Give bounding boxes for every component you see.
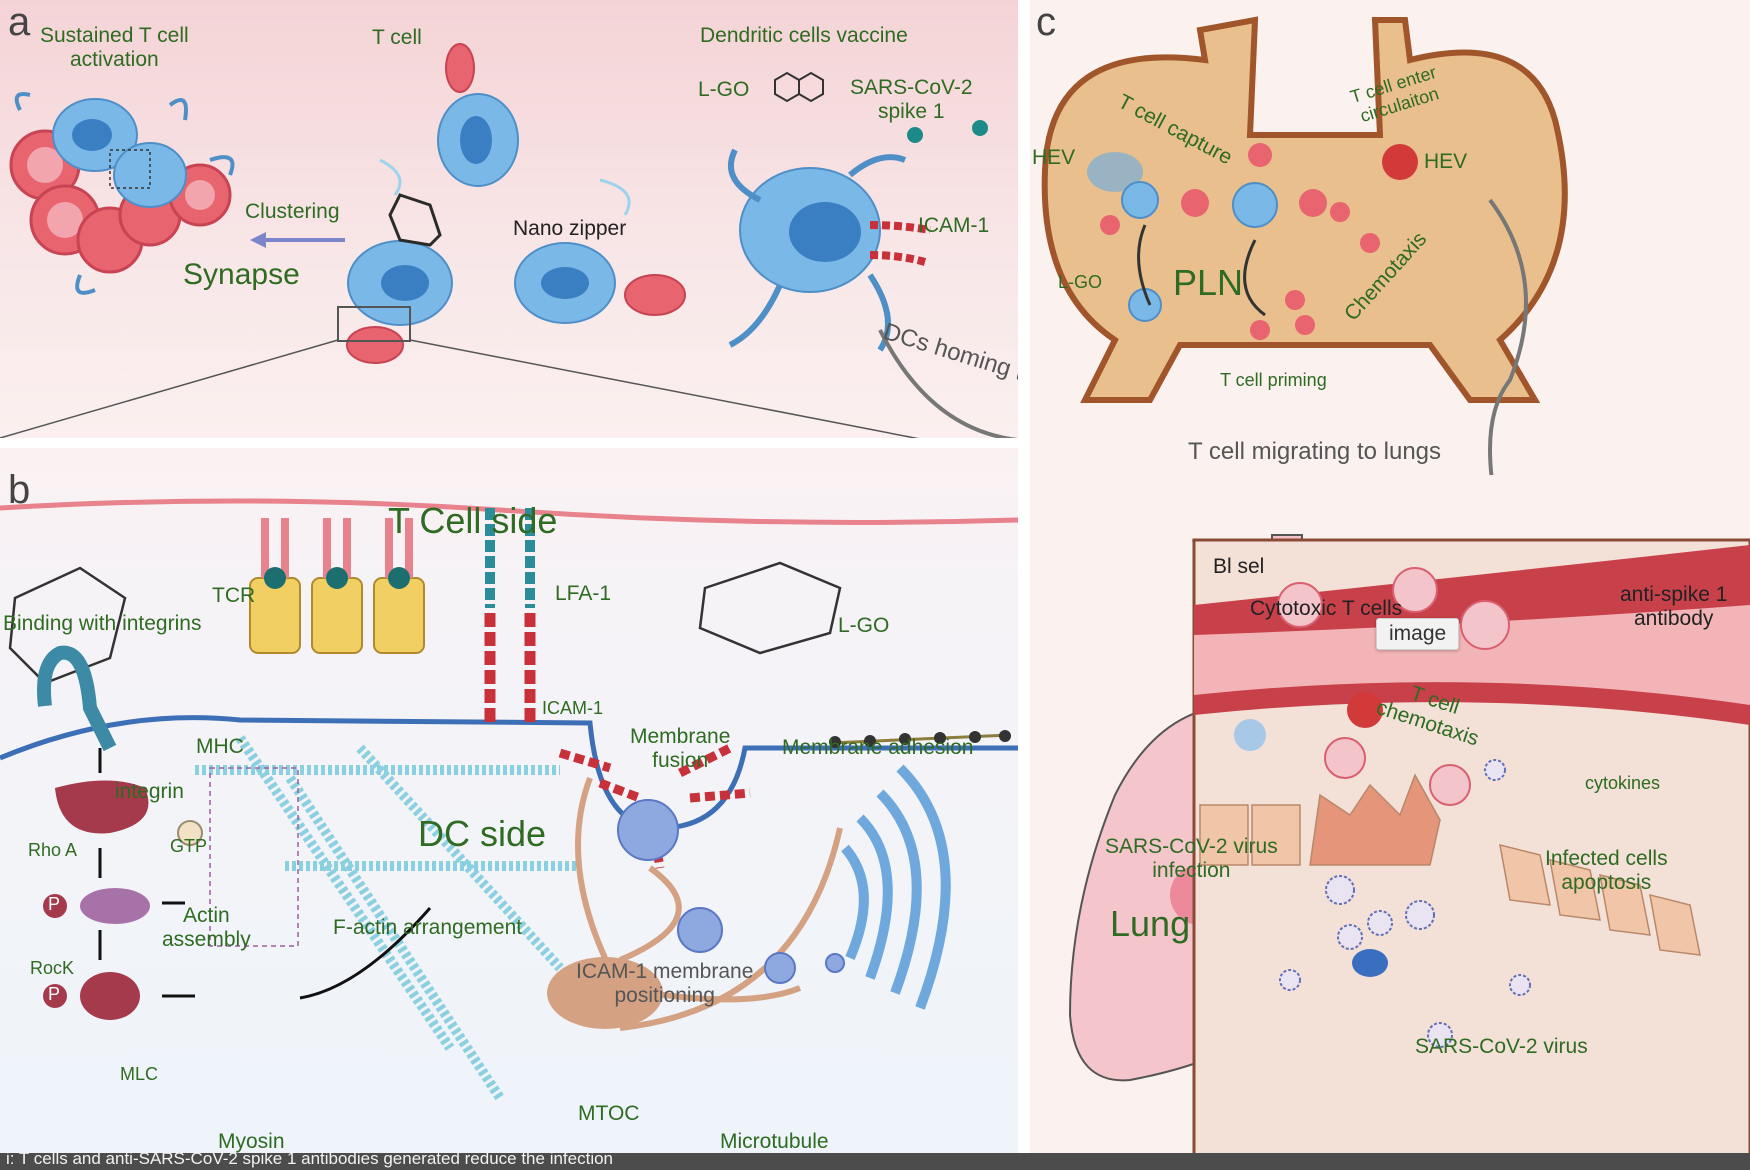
label-myosin: Myosin bbox=[218, 1130, 285, 1153]
label-mtoc: MTOC bbox=[578, 1102, 640, 1125]
tcr-mhc-complexes bbox=[249, 518, 425, 654]
actin-filaments bbox=[195, 735, 580, 1101]
label-dc-side: DC side bbox=[418, 813, 547, 854]
caption-strip: i: T cells and anti-SARS-CoV-2 spike 1 a… bbox=[0, 1153, 1750, 1170]
caption-text: i: T cells and anti-SARS-CoV-2 spike 1 a… bbox=[6, 1153, 614, 1168]
panel-letter-a: a bbox=[8, 0, 31, 44]
label-mlc: MLC bbox=[120, 1064, 159, 1084]
tcell-cluster bbox=[9, 92, 235, 295]
panel-letter-c: c bbox=[1036, 0, 1056, 44]
label-rock: RocK bbox=[30, 958, 75, 978]
label-lgo-c: L-GO bbox=[1058, 272, 1103, 292]
label-nano-zipper: Nano zipper bbox=[513, 217, 627, 240]
label-blood-vessel: Bl sel bbox=[1213, 555, 1265, 578]
fusion-icam-cluster bbox=[558, 743, 751, 869]
label-rhoa: Rho A bbox=[28, 840, 78, 860]
label-cytotoxic: Cytotoxic T cells bbox=[1250, 597, 1403, 620]
label-pln: PLN bbox=[1173, 262, 1244, 303]
mtoc-network bbox=[547, 776, 845, 1031]
dendritic-cell bbox=[728, 120, 988, 352]
label-integrin: integrin bbox=[115, 780, 184, 803]
golgi-apparatus bbox=[841, 764, 951, 1010]
label-lung: Lung bbox=[1110, 903, 1191, 944]
label-icam-positioning: ICAM-1 membrane positioning bbox=[576, 960, 754, 1008]
integrin-shape bbox=[37, 645, 117, 752]
label-p-mlc: P bbox=[48, 984, 61, 1004]
label-icam1-b: ICAM-1 bbox=[542, 698, 604, 718]
label-hev-left: HEV bbox=[1032, 146, 1076, 169]
epithelium bbox=[1199, 773, 1701, 956]
panel-c: c T cell capture T cell enter circulaito… bbox=[1030, 0, 1750, 475]
label-anti-spike: anti-spike 1 antibody bbox=[1620, 583, 1728, 631]
dc-membrane bbox=[0, 715, 1018, 831]
label-actin-assembly: Actin assembly bbox=[162, 904, 251, 952]
signaling-chain bbox=[43, 748, 432, 1020]
label-sars-infection: SARS-CoV-2 virus infection bbox=[1105, 835, 1278, 883]
homing-arrow bbox=[878, 329, 1018, 438]
adhesion-beads bbox=[829, 730, 1011, 748]
label-lfa1: LFA-1 bbox=[555, 582, 612, 605]
label-mhc: MHC bbox=[196, 735, 244, 758]
pln-cells bbox=[1087, 143, 1418, 340]
label-sustained-activation: Sustained T cell activation bbox=[40, 24, 189, 72]
immune-cells bbox=[1234, 567, 1510, 806]
image-tooltip: image bbox=[1376, 618, 1460, 650]
label-lgo-b: L-GO bbox=[838, 614, 890, 637]
tcell-membrane bbox=[0, 498, 1018, 525]
tcell-group bbox=[337, 43, 686, 364]
label-lgo: L-GO bbox=[698, 78, 750, 101]
panel-letter-d: d bbox=[1030, 475, 1052, 478]
panel-b: b T Cell side DC side TCR LFA-1 L-GO ICA… bbox=[0, 448, 1018, 1153]
panel-d: d Bl sel Cytotoxic T cells anti-spike 1 … bbox=[1030, 475, 1750, 1155]
migration-arrow bbox=[1488, 198, 1528, 475]
lgo-sheet-b bbox=[8, 561, 842, 685]
label-dc-vaccine: Dendritic cells vaccine bbox=[700, 24, 908, 47]
panel-a: a Sustained T cell activation T cell Den… bbox=[0, 0, 1018, 438]
label-membrane-fusion: Membrane fusion bbox=[630, 725, 731, 773]
lfa1-icam1-pairs bbox=[484, 508, 536, 723]
label-binding-integrins: Binding with integrins bbox=[3, 612, 202, 635]
label-icam1-a: ICAM-1 bbox=[918, 214, 990, 237]
label-cytokines: cytokines bbox=[1585, 773, 1661, 793]
label-synapse: Synapse bbox=[183, 258, 300, 291]
label-sars-virus: SARS-CoV-2 virus bbox=[1415, 1035, 1588, 1058]
label-infected-apoptosis: Infected cells apoptosis bbox=[1545, 847, 1668, 895]
label-factin: F-actin arrangement bbox=[333, 916, 523, 939]
label-clustering: Clustering bbox=[245, 200, 340, 223]
panel-c-artwork bbox=[1041, 16, 1568, 475]
virus-particles bbox=[1279, 759, 1531, 1048]
label-membrane-adhesion: Membrane adhesion bbox=[782, 736, 974, 759]
panel-letter-b: b bbox=[8, 468, 31, 512]
panel-a-artwork bbox=[0, 43, 1018, 438]
label-microtubule: Microtubule bbox=[720, 1130, 829, 1153]
label-t-cell-side: T Cell side bbox=[388, 500, 558, 541]
label-hev-right: HEV bbox=[1424, 150, 1468, 173]
label-t-cell-priming: T cell priming bbox=[1220, 370, 1327, 390]
label-t-cell-migrating: T cell migrating to lungs bbox=[1188, 438, 1442, 465]
panel-b-artwork bbox=[0, 498, 1018, 1101]
panel-d-artwork bbox=[1068, 534, 1750, 1155]
label-p-rock: P bbox=[48, 894, 61, 914]
label-gtp: GTP bbox=[170, 836, 208, 856]
label-tcr: TCR bbox=[212, 584, 256, 607]
label-spike: SARS-CoV-2 spike 1 bbox=[850, 76, 973, 124]
lgo-sheet bbox=[774, 71, 824, 103]
label-t-cell: T cell bbox=[372, 26, 422, 49]
